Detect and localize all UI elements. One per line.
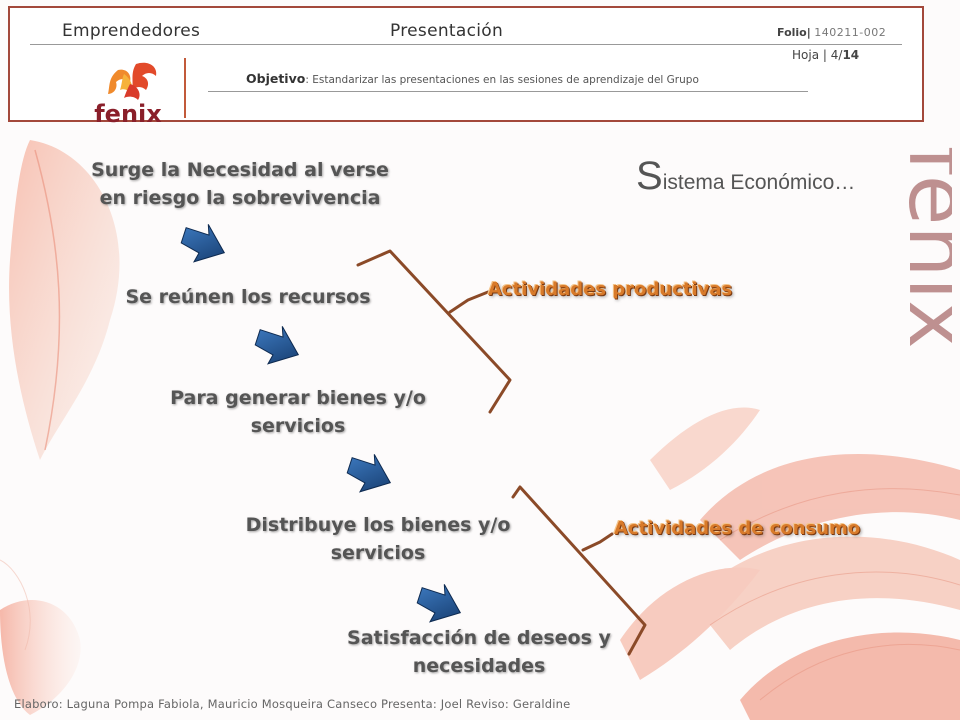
step-line: en riesgo la sobrevivencia <box>99 187 381 209</box>
right-wing-feather-3 <box>740 632 960 720</box>
header-frame: Emprendedores Presentación Folio| 140211… <box>8 6 924 126</box>
fenix-logo: fenix <box>94 62 162 126</box>
left-feather <box>9 140 120 460</box>
label-actividades-productivas: Actividades productivas <box>488 279 733 300</box>
step-satisfaccion: Satisfacción de deseos y necesidades <box>314 624 644 680</box>
folio-separator: | <box>806 26 811 39</box>
bracket-consumption <box>511 485 647 656</box>
right-wing-feather-2 <box>690 536 960 650</box>
step-line: Se reúnen los recursos <box>125 286 371 308</box>
down-right-arrow-icon <box>416 584 462 623</box>
header-objetivo: Objetivo: Estandarizar las presentacione… <box>246 71 699 86</box>
step-line: necesidades <box>412 655 546 677</box>
objetivo-underline <box>208 91 808 92</box>
down-right-arrow-icon <box>254 326 300 365</box>
header-divider <box>30 44 902 45</box>
hoja-total: 14 <box>842 48 860 62</box>
title-rest: istema Económico… <box>662 171 856 194</box>
bracket-productive <box>356 249 512 414</box>
step-necesidad: Surge la Necesidad al verse en riesgo la… <box>60 156 420 212</box>
label-actividades-consumo: Actividades de consumo <box>614 518 861 539</box>
folio-label: Folio <box>777 26 807 39</box>
phoenix-icon <box>108 62 157 100</box>
objetivo-label: Objetivo <box>246 71 306 86</box>
header-presentacion: Presentación <box>390 21 504 41</box>
header-folio: Folio| 140211-002 <box>777 26 886 39</box>
header-hoja: Hoja | 4/14 <box>792 48 859 62</box>
down-right-arrow-icon <box>180 224 226 263</box>
hoja-separator: | <box>822 48 827 62</box>
page-title: Sistema Económico… <box>636 154 855 199</box>
step-line: servicios <box>250 415 346 437</box>
logo-text: fenix <box>94 100 162 126</box>
right-wing-feather-1 <box>700 454 960 560</box>
header-emprendedores: Emprendedores <box>62 21 201 41</box>
step-distribuye: Distribuye los bienes y/o servicios <box>218 511 538 567</box>
logo-separator <box>184 58 186 118</box>
folio-number: 140211-002 <box>814 26 887 39</box>
fenix-watermark: fenix <box>890 146 952 349</box>
footer-credits: Elaboro: Laguna Pompa Fabiola, Mauricio … <box>14 697 571 711</box>
watermark-text: fenix <box>890 146 952 349</box>
right-wing-feather-5 <box>620 567 760 680</box>
hoja-slash: / <box>838 48 843 62</box>
step-line: Surge la Necesidad al verse <box>91 159 389 181</box>
step-recursos: Se reúnen los recursos <box>108 283 388 311</box>
step-generar: Para generar bienes y/o servicios <box>148 384 448 440</box>
hoja-current: 4 <box>830 48 839 62</box>
step-line: servicios <box>330 542 426 564</box>
step-line: Para generar bienes y/o <box>170 387 426 409</box>
right-wing-feather-4 <box>650 407 760 490</box>
step-line: Distribuye los bienes y/o <box>245 514 511 536</box>
step-line: Satisfacción de deseos y <box>347 627 611 649</box>
title-first-letter: S <box>636 154 663 198</box>
objetivo-text: : Estandarizar las presentaciones en las… <box>305 74 699 86</box>
down-right-arrow-icon <box>346 454 392 493</box>
hoja-label: Hoja <box>792 48 820 62</box>
bottom-left-feather <box>0 600 81 715</box>
